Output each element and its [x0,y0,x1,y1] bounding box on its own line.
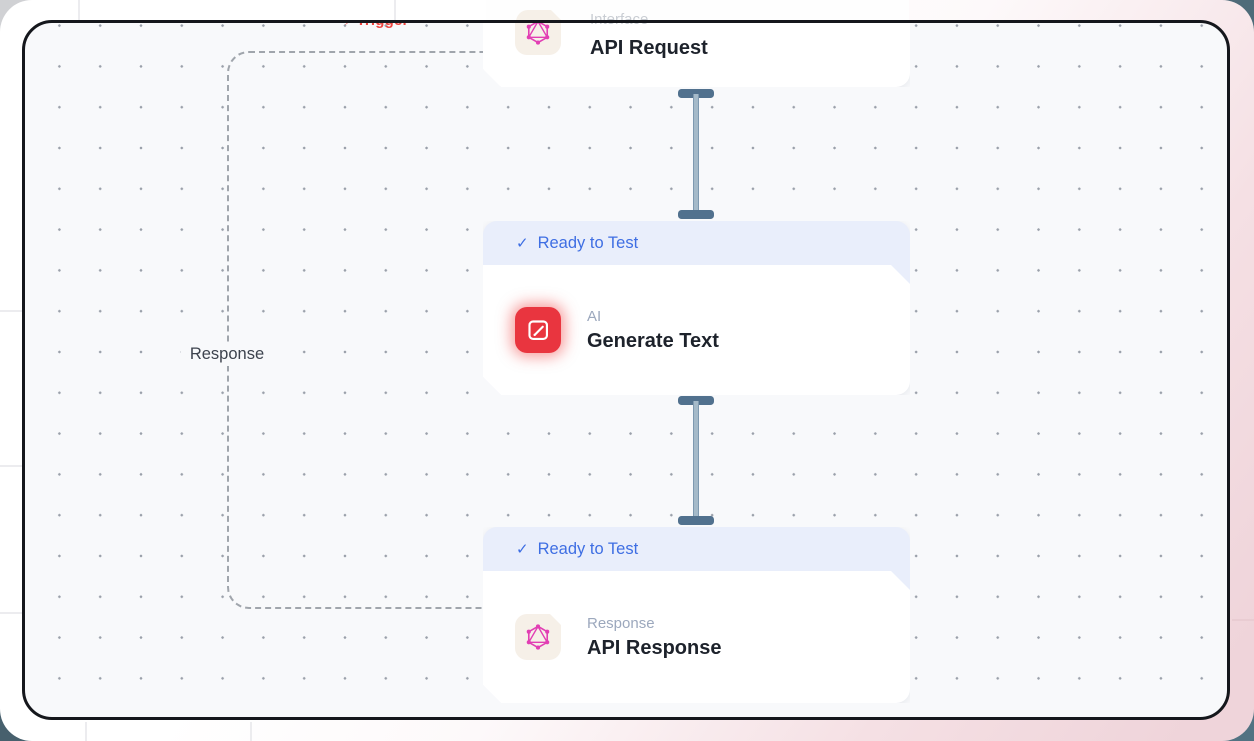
connector-request-to-ai [678,89,714,219]
badge-label: Ready to Test [537,539,639,558]
node-category: AI [587,307,602,325]
node-title: Generate Text [587,329,719,352]
node-api-response[interactable]: ✓ Ready to Test Response API Response [483,527,910,703]
connector-cap-top[interactable] [678,89,714,98]
node-title: API Response [587,636,722,659]
node-category: Interface [590,20,648,28]
hairline [0,612,22,614]
node-category: Response [587,614,655,632]
connector-ai-to-response [678,396,714,525]
ready-to-test-badge[interactable]: ✓ Ready to Test [483,527,910,571]
connector-cap-top[interactable] [678,396,714,405]
hairline [250,722,252,741]
hairline [78,0,80,20]
lightning-bolt-icon: ⚡ [344,20,354,28]
connector-cap-bottom[interactable] [678,516,714,525]
connector-line [693,94,699,211]
hairline [85,722,87,741]
connector-cap-bottom[interactable] [678,210,714,219]
hairline [0,465,22,467]
hexagon-nodes-icon [525,624,551,650]
node-body[interactable]: Response API Response [483,571,910,703]
connector-line [693,401,699,517]
trigger-section-label: ⚡Trigger [344,20,409,29]
hairline [1232,619,1254,621]
ai-icon-tile [515,307,561,353]
api-response-icon-tile [515,614,561,660]
api-request-icon-tile [515,20,561,55]
check-icon: ✓ [516,541,529,558]
check-icon: ✓ [516,235,529,252]
badge-label: Ready to Test [537,233,639,252]
response-edge-label: Response [180,343,274,366]
response-loop-edge [227,51,483,609]
hairline [0,310,22,312]
edit-pencil-icon [525,317,552,344]
ready-to-test-badge[interactable]: ✓ Ready to Test [483,221,910,265]
node-generate-text[interactable]: ✓ Ready to Test AI Generate Text [483,221,910,395]
node-api-request[interactable]: Interface API Request [483,20,910,87]
node-title: API Request [590,37,708,59]
api-request-card-overflow: Interface [486,0,909,21]
workflow-canvas[interactable]: Response ⚡Trigger Interface API Request [22,20,1230,720]
hexagon-nodes-icon [525,20,551,45]
node-body[interactable]: AI Generate Text [483,265,910,395]
api-request-category-faint: Interface [590,11,649,21]
hairline [394,0,396,20]
